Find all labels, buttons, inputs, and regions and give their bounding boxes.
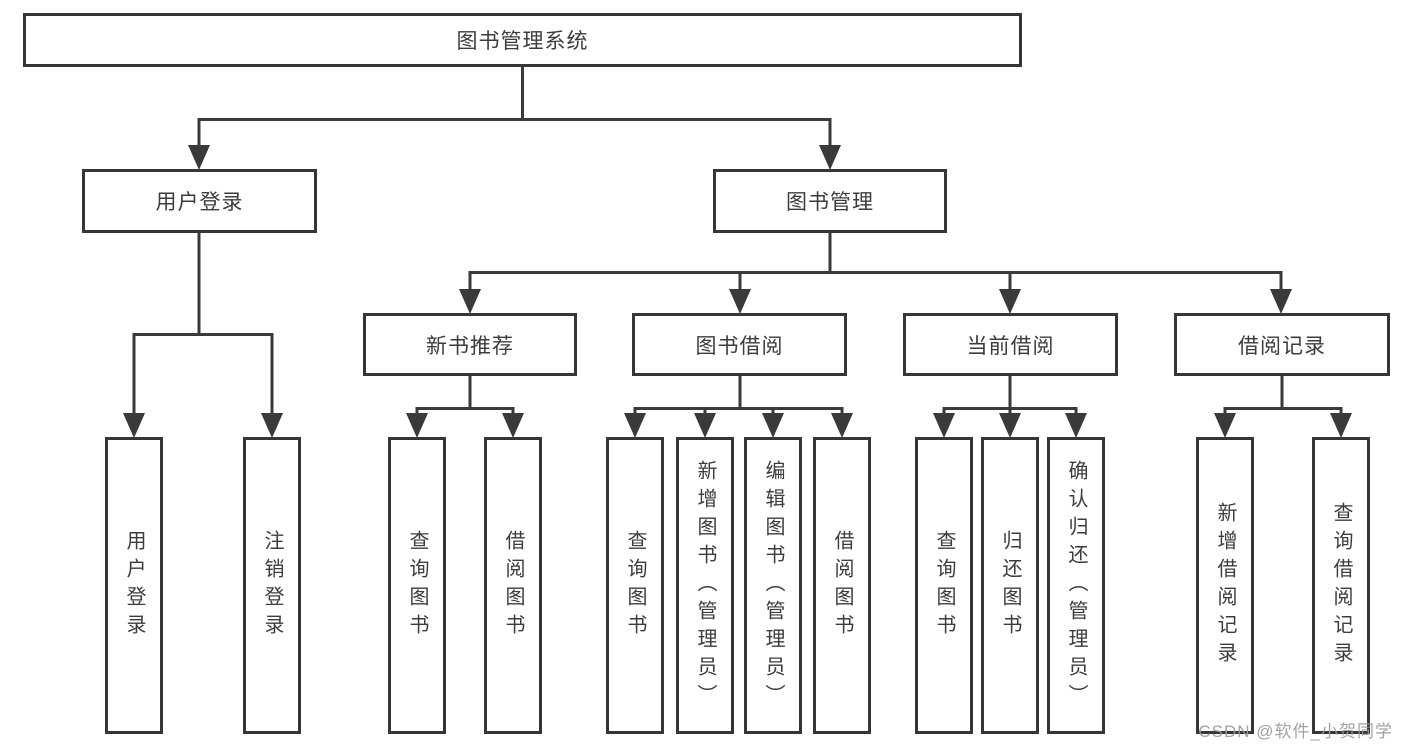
watermark-text: CSDN @软件_小贺同学 (1198, 722, 1393, 741)
leaf-query-books-2: 查询图书 (606, 437, 664, 734)
leaf-logout: 注销登录 (243, 437, 301, 734)
arrowhead-icons (123, 145, 1352, 438)
leaf-query-books-1: 查询图书 (388, 437, 446, 734)
leaf-query-books-3: 查询图书 (915, 437, 973, 734)
leaf-borrow-books-1: 借阅图书 (484, 437, 542, 734)
node-user-login: 用户登录 (82, 169, 317, 233)
connector-lines (132, 67, 1343, 415)
leaf-add-borrow-record: 新增借阅记录 (1196, 437, 1254, 734)
leaf-borrow-books-2: 借阅图书 (813, 437, 871, 734)
node-root: 图书管理系统 (23, 13, 1022, 67)
leaf-confirm-return-admin: 确认归还（管理员） (1047, 437, 1105, 734)
node-current-borrow: 当前借阅 (903, 313, 1118, 376)
node-borrow-records: 借阅记录 (1174, 313, 1390, 376)
leaf-user-login: 用户登录 (105, 437, 163, 734)
node-new-book-recommend: 新书推荐 (363, 313, 577, 376)
leaf-query-borrow-record: 查询借阅记录 (1312, 437, 1370, 734)
leaf-add-book-admin: 新增图书（管理员） (676, 437, 734, 734)
node-book-borrow: 图书借阅 (632, 313, 847, 376)
leaf-edit-book-admin: 编辑图书（管理员） (744, 437, 802, 734)
leaf-return-book: 归还图书 (981, 437, 1039, 734)
node-book-management: 图书管理 (713, 169, 947, 233)
